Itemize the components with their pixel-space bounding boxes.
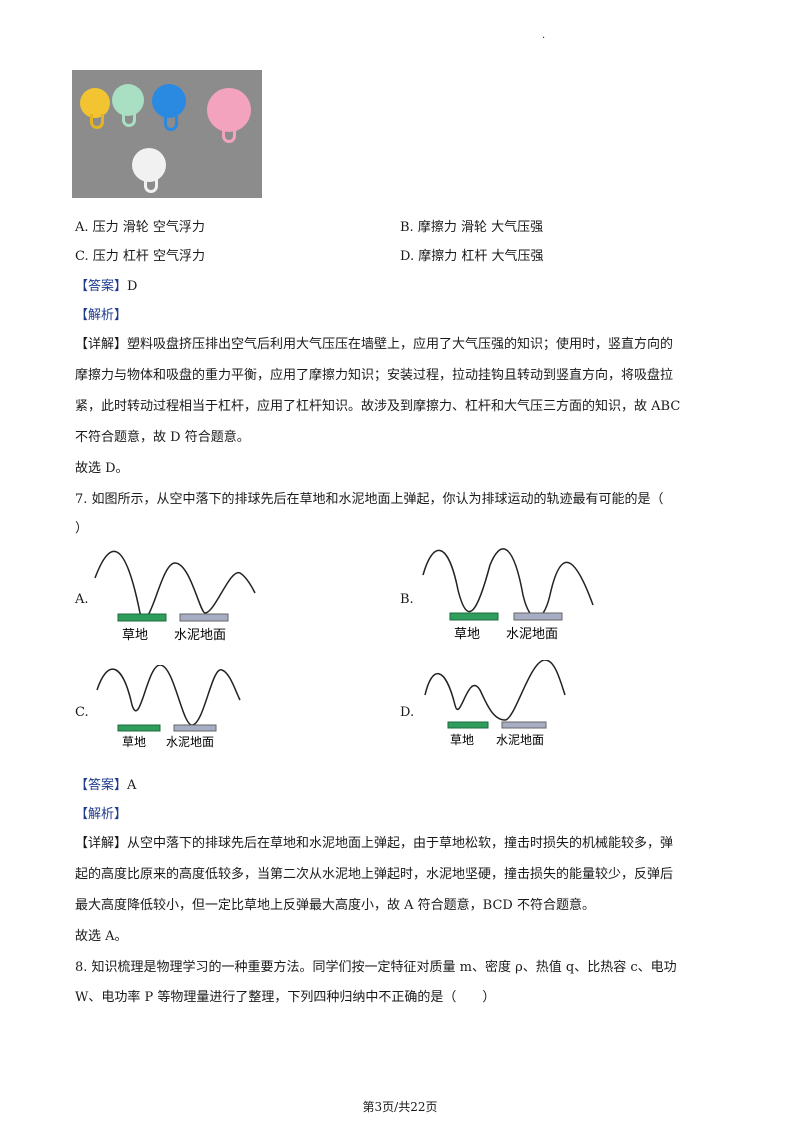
detail-text: 塑料吸盘挤压排出空气后利用大气压压在墙壁上，应用了大气压强的知识；使用时，竖直方… <box>127 337 674 352</box>
diagram-c: 草地 水泥地面 <box>96 665 241 749</box>
diagram-c-label: C. <box>75 705 89 720</box>
cement-label: 水泥地面 <box>496 733 544 747</box>
diagram-a-label: A. <box>75 592 89 607</box>
diagram-d: 草地 水泥地面 <box>424 660 566 747</box>
detail-text: 从空中落下的排球先后在草地和水泥地面上弹起，由于草地松软，撞击时损失的机械能较多… <box>127 836 674 851</box>
grass-bar <box>117 724 161 732</box>
answer-tag: 【答案】 <box>75 279 128 294</box>
answer-tag: 【答案】 <box>75 778 128 793</box>
page-footer: 第3页/共22页 <box>362 1100 438 1114</box>
grass-label: 草地 <box>450 733 474 747</box>
option-d: D. 摩擦力 杠杆 大气压强 <box>400 249 544 264</box>
q6-detail-line2: 摩擦力与物体和吸盘的重力平衡，应用了摩擦力知识；安装过程，拉动挂钩且转动到竖直方… <box>75 368 674 383</box>
q7-detail-line2: 起的高度比原来的高度低较多，当第二次从水泥地上弹起时，水泥地坚硬，撞击损失的能量… <box>75 867 674 882</box>
cement-bar <box>513 612 563 621</box>
ball-trajectory <box>94 550 256 619</box>
detail-tag: 【详解】 <box>75 836 128 851</box>
cement-label: 水泥地面 <box>506 627 558 642</box>
q7-stem-line2: ） <box>75 521 89 536</box>
cement-label: 水泥地面 <box>166 735 214 749</box>
cement-bar <box>173 724 217 732</box>
q6-detail-line1: 【详解】塑料吸盘挤压排出空气后利用大气压压在墙壁上，应用了大气压强的知识；使用时… <box>75 334 725 356</box>
ball-trajectory <box>424 660 566 721</box>
q8-stem-line2: W、电功率 P 等物理量进行了整理，下列四种归纳中不正确的是（ ） <box>75 990 496 1005</box>
q7-detail-line3: 最大高度降低较小，但一定比草地上反弹最大高度小，故 A 符合题意，BCD 不符合… <box>75 898 595 913</box>
diagram-b: 草地 水泥地面 <box>422 548 594 642</box>
suction-cup-hooks-photo <box>72 70 262 198</box>
ball-trajectory <box>96 665 241 726</box>
detail-tag: 【详解】 <box>75 337 128 352</box>
cement-label: 水泥地面 <box>174 628 226 643</box>
grass-bar <box>449 612 499 621</box>
q6-analysis-tag: 【解析】 <box>75 308 128 323</box>
option-c: C. 压力 杠杆 空气浮力 <box>75 249 206 264</box>
q7-select: 故选 A。 <box>75 929 128 944</box>
diagram-b-label: B. <box>400 592 414 607</box>
diagram-d-label: D. <box>400 705 415 720</box>
q6-select: 故选 D。 <box>75 461 129 476</box>
grass-label: 草地 <box>122 735 146 749</box>
q8-stem-line1: 8. 知识梳理是物理学习的一种重要方法。同学们按一定特征对质量 m、密度 ρ、热… <box>75 960 677 975</box>
q6-detail-line3: 紧，此时转动过程相当于杠杆，应用了杠杆知识。故涉及到摩擦力、杠杆和大气压三方面的… <box>75 399 681 414</box>
header-dot: . <box>542 30 546 41</box>
grass-label: 草地 <box>122 628 148 643</box>
option-b: B. 摩擦力 滑轮 大气压强 <box>400 220 544 235</box>
diagram-a: 草地 水泥地面 <box>94 550 256 643</box>
answer-value: D <box>127 279 138 294</box>
q6-answer: 【答案】D <box>75 276 725 298</box>
ball-trajectory <box>422 548 594 618</box>
option-a: A. 压力 滑轮 空气浮力 <box>75 220 205 235</box>
cement-bar <box>501 721 547 729</box>
grass-bar <box>447 721 489 729</box>
q7-analysis-tag: 【解析】 <box>75 807 128 822</box>
answer-value: A <box>127 778 137 793</box>
cement-bar <box>179 613 229 622</box>
grass-bar <box>117 613 167 622</box>
q7-stem-line1: 7. 如图所示，从空中落下的排球先后在草地和水泥地面上弹起，你认为排球运动的轨迹… <box>75 492 664 507</box>
q7-answer: 【答案】A <box>75 775 725 797</box>
q6-detail-line4: 不符合题意，故 D 符合题意。 <box>75 430 250 445</box>
grass-label: 草地 <box>454 627 480 642</box>
q7-detail-line1: 【详解】从空中落下的排球先后在草地和水泥地面上弹起，由于草地松软，撞击时损失的机… <box>75 833 725 855</box>
